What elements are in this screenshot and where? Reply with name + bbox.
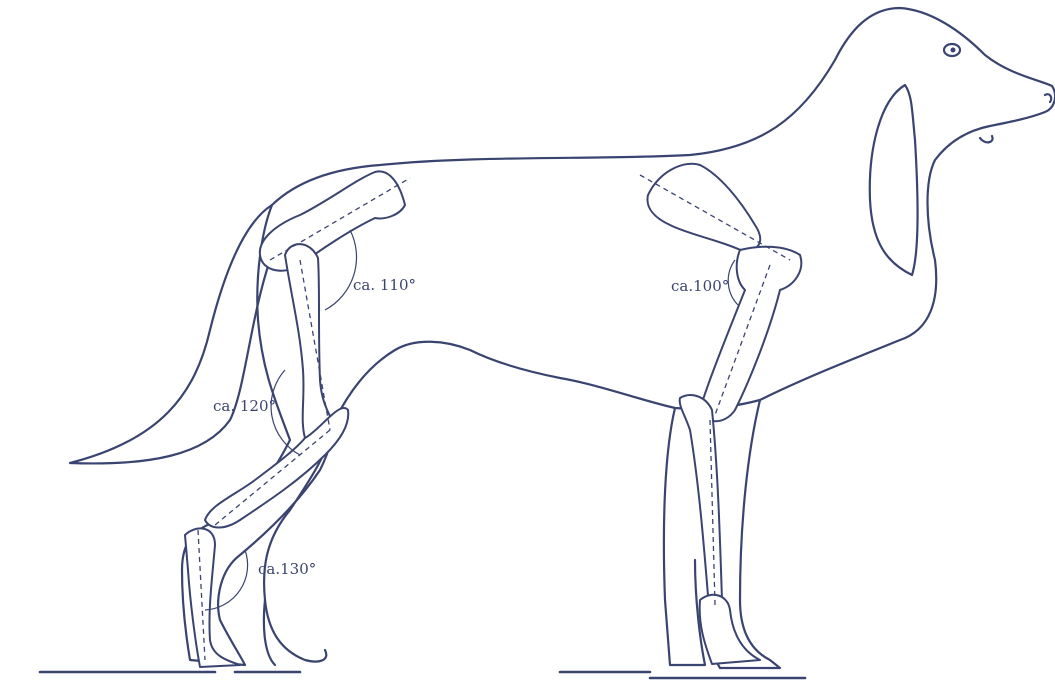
- shoulder-angle-label: ca.100°: [671, 277, 729, 295]
- front-paw-bones: [700, 595, 760, 664]
- hip-angle-label: ca. 110°: [353, 276, 416, 294]
- head-details: [870, 44, 1051, 275]
- hind-foot-bones: [185, 528, 240, 667]
- radius-ulna-bone: [680, 395, 722, 622]
- pelvis-bone: [260, 171, 405, 270]
- ground-lines: [40, 672, 805, 678]
- hock-angle-label: ca.130°: [258, 560, 316, 578]
- scapula-bone: [647, 164, 760, 252]
- tail-outline: [70, 205, 272, 463]
- humerus-bone: [700, 247, 801, 422]
- stifle-angle-label: ca. 120°: [213, 397, 276, 415]
